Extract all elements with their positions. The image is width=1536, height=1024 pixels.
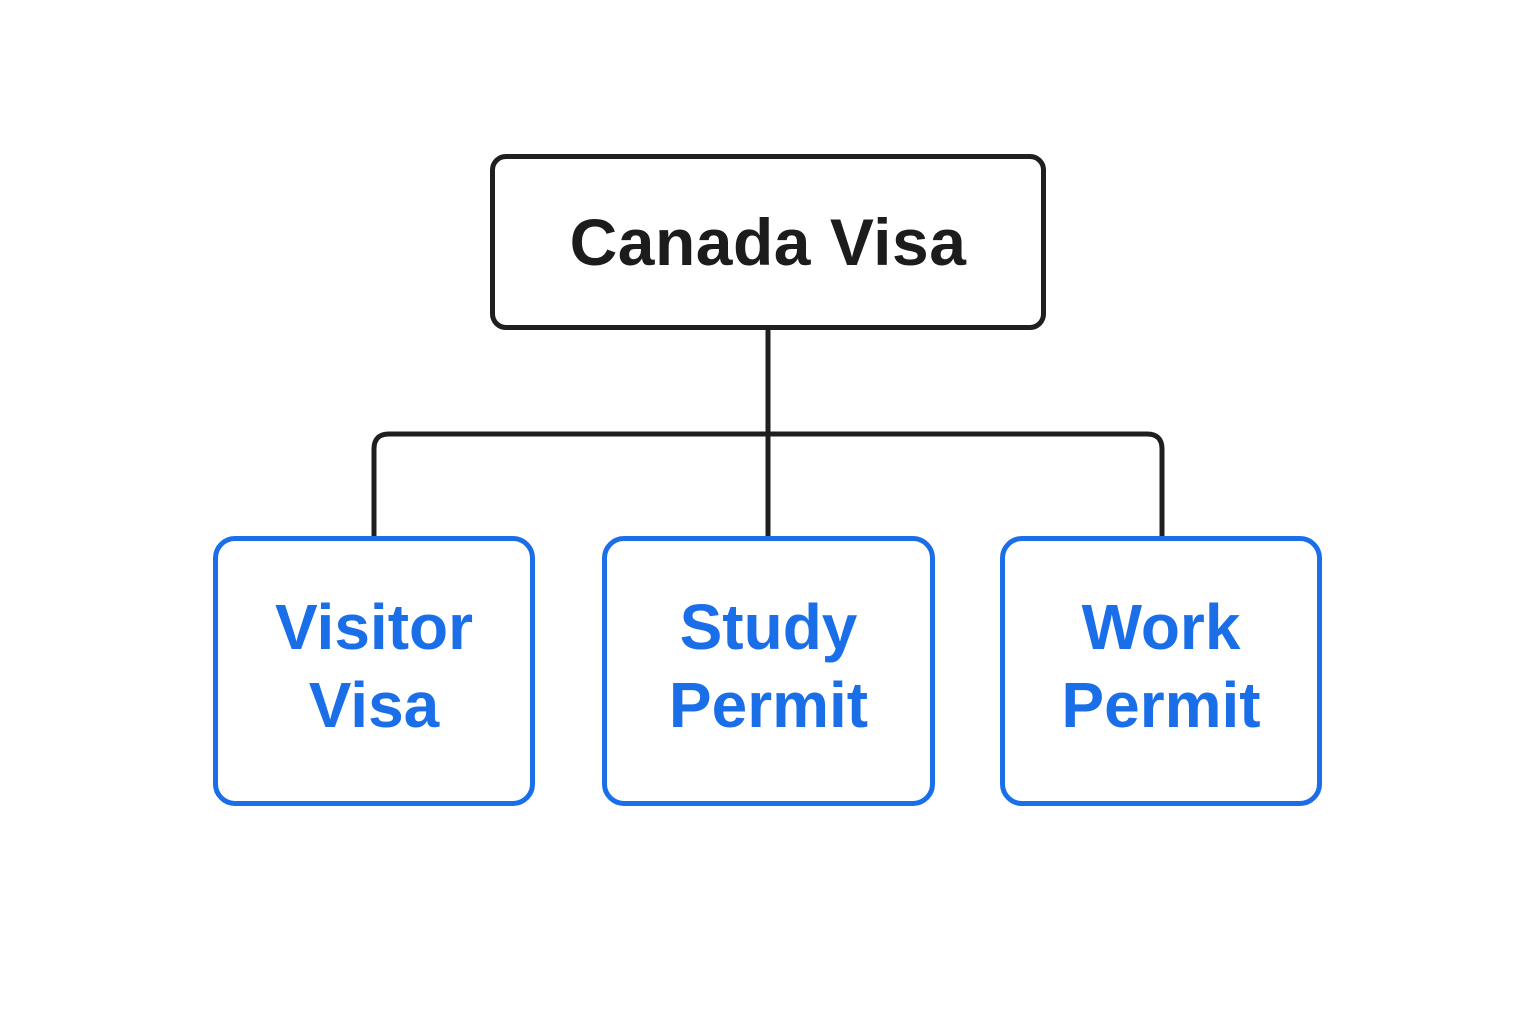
child-node-label-line1: Visitor	[275, 591, 473, 663]
child-node-label-line2: Permit	[1061, 669, 1261, 741]
child-node-label: Study Permit	[669, 588, 868, 744]
child-node-label: Work Permit	[1061, 588, 1260, 744]
child-node-label-line2: Permit	[668, 669, 869, 741]
root-node-canada-visa: Canada Visa	[490, 154, 1046, 330]
child-node-label-line2: Visa	[308, 669, 440, 741]
child-node-label-line1: Work	[1081, 591, 1241, 663]
child-node-visitor-visa: Visitor Visa	[213, 536, 535, 806]
child-node-label-line1: Study	[679, 591, 858, 663]
child-node-study-permit: Study Permit	[602, 536, 935, 806]
child-node-work-permit: Work Permit	[1000, 536, 1322, 806]
root-node-label: Canada Visa	[569, 205, 967, 279]
child-node-label: Visitor Visa	[275, 588, 473, 744]
